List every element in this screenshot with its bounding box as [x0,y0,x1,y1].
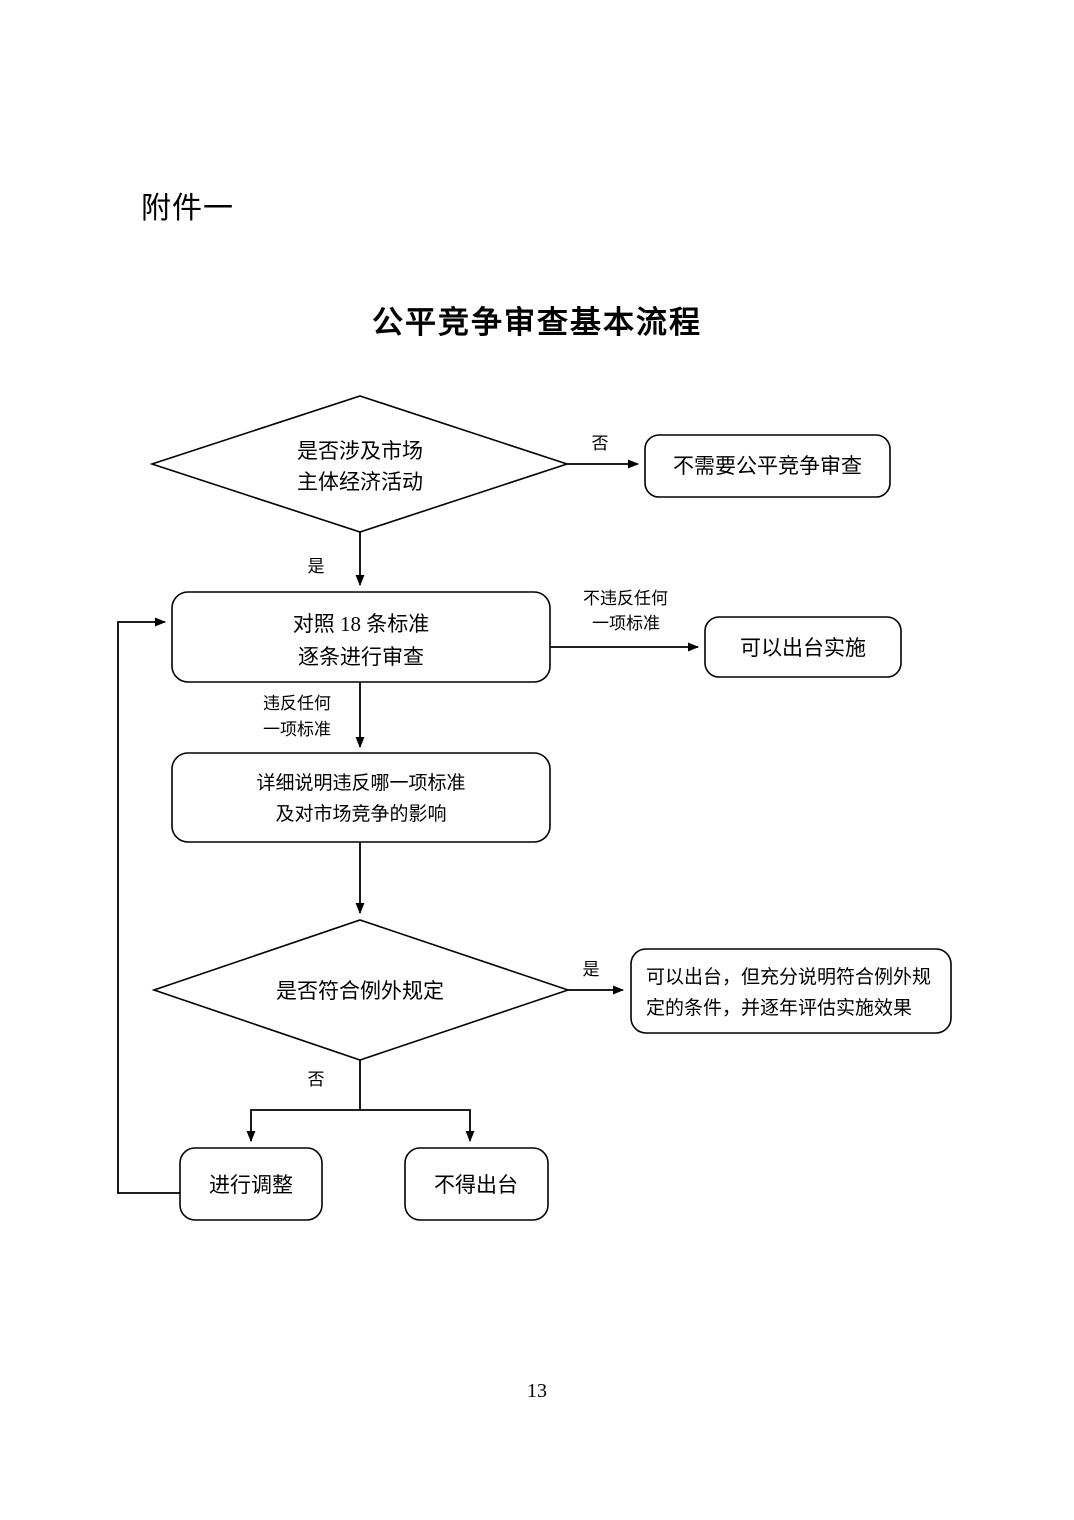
node-decision-market-line1: 是否涉及市场 [297,439,423,463]
node-can-issue-with-conditions[interactable]: 可以出台，但充分说明符合例外规 定的条件，并逐年评估实施效果 [630,948,952,1034]
node-no-review-needed-label: 不需要公平竞争审查 [673,454,862,478]
node-check-18-standards-line2: 逐条进行审查 [298,645,424,669]
node-make-adjustment[interactable]: 进行调整 [179,1147,323,1221]
attachment-label: 附件一 [141,192,234,225]
edge-label-market-no: 否 [592,434,609,453]
node-can-issue-with-conditions-line1: 可以出台，但充分说明符合例外规 [646,966,931,988]
node-decision-market[interactable]: 是否涉及市场 主体经济活动 [149,395,570,533]
edge-exception-to-not-issue [360,1109,475,1142]
node-check-18-standards[interactable]: 对照 18 条标准 逐条进行审查 [171,591,551,683]
node-decision-market-line2: 主体经济活动 [297,470,423,494]
edge-label-market-yes: 是 [308,557,325,576]
node-make-adjustment-label: 进行调整 [209,1173,293,1197]
edge-exception-to-adjust [246,1060,361,1142]
node-can-implement-label: 可以出台实施 [740,636,866,660]
edge-adjust-feedback-to-check18 [117,617,180,1194]
node-explain-violation-line1: 详细说明违反哪一项标准 [256,772,465,794]
page-number: 13 [527,1380,547,1402]
edge-label-no-violation-line2: 一项标准 [592,614,660,633]
node-explain-violation[interactable]: 详细说明违反哪一项标准 及对市场竞争的影响 [171,752,551,843]
node-must-not-issue-label: 不得出台 [434,1173,518,1197]
edge-label-violation-line1: 违反任何 [263,694,331,713]
edge-label-violation-line2: 一项标准 [263,720,331,739]
node-decision-exception[interactable]: 是否符合例外规定 [151,919,571,1061]
edge-label-no-violation-line1: 不违反任何 [583,589,668,608]
node-explain-violation-line2: 及对市场竞争的影响 [275,803,446,825]
node-check-18-standards-line1: 对照 18 条标准 [293,612,430,636]
node-decision-exception-label: 是否符合例外规定 [276,979,444,1003]
edge-label-exception-no: 否 [308,1070,325,1089]
page-title: 公平竞争审查基本流程 [372,305,702,340]
node-can-issue-with-conditions-line2: 定的条件，并逐年评估实施效果 [646,997,912,1019]
node-must-not-issue[interactable]: 不得出台 [404,1147,549,1221]
node-no-review-needed[interactable]: 不需要公平竞争审查 [644,434,891,498]
node-can-implement[interactable]: 可以出台实施 [704,616,902,678]
edge-label-exception-yes: 是 [583,960,600,979]
